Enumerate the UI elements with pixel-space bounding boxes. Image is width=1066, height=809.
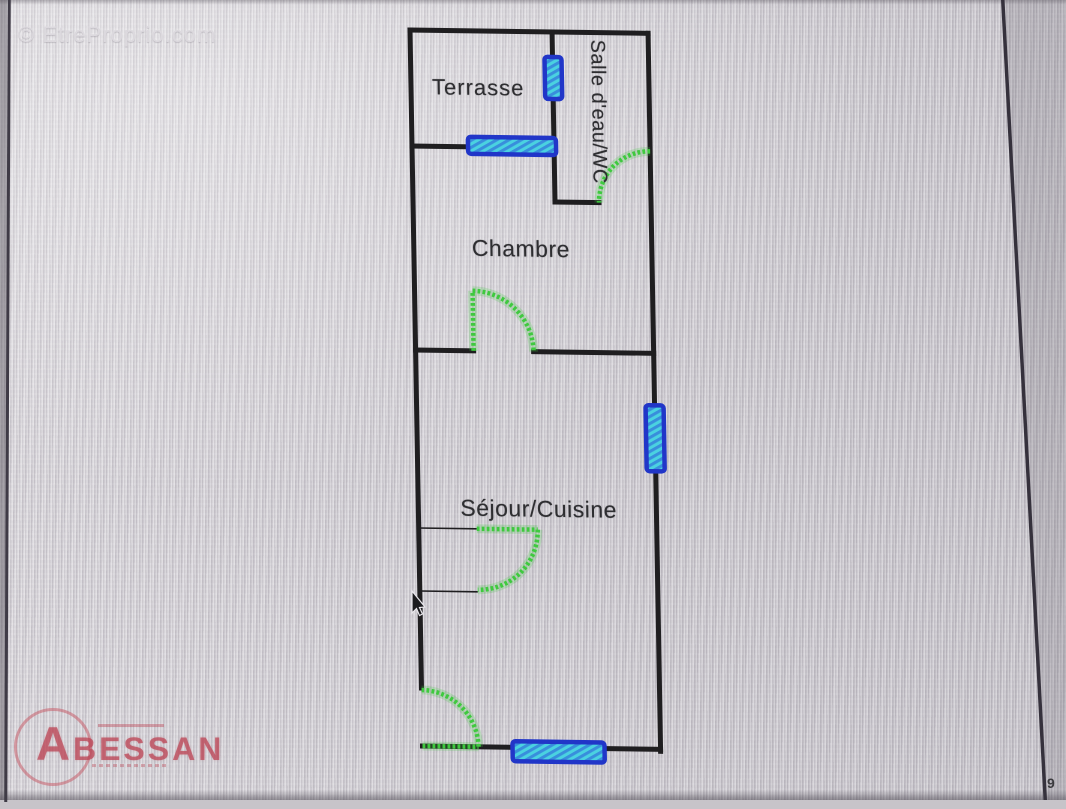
logo-subtext-marks xyxy=(92,764,166,767)
door-sejour xyxy=(476,526,540,593)
door-entrance xyxy=(421,687,481,750)
door-swings xyxy=(421,149,651,750)
window-terrasse xyxy=(465,134,559,158)
logo-letter-a: A xyxy=(36,717,73,770)
logo-letters-rest: BESSAN xyxy=(72,731,225,767)
room-label-chambre: Chambre xyxy=(471,234,571,263)
windows xyxy=(465,54,667,765)
window-sejour-south xyxy=(510,739,607,765)
doorway-jamb-lines xyxy=(418,527,478,593)
corner-glyph: 9 xyxy=(1047,775,1055,791)
logo-circle-outline xyxy=(14,708,92,786)
logo-tagline-bar xyxy=(98,724,164,727)
room-label-salle-deau-wc: Salle d'eau/WC xyxy=(586,39,611,184)
left-edge-dark-strip xyxy=(0,0,7,800)
logo-wordmark: ABESSAN xyxy=(36,716,224,771)
bottom-edge-shadow xyxy=(0,790,1066,800)
door-chambre xyxy=(470,288,536,352)
door-salle-deau xyxy=(596,149,651,203)
abessan-logo: ABESSAN xyxy=(0,700,260,800)
etreproprio-watermark: © EtreProprio.com xyxy=(18,22,217,47)
room-label-sejour-cuisine: Séjour/Cuisine xyxy=(460,494,618,523)
window-salle-deau xyxy=(542,54,565,102)
window-sejour-east xyxy=(643,402,667,474)
top-edge-shadow xyxy=(0,0,1066,5)
room-label-terrasse: Terrasse xyxy=(431,74,525,101)
